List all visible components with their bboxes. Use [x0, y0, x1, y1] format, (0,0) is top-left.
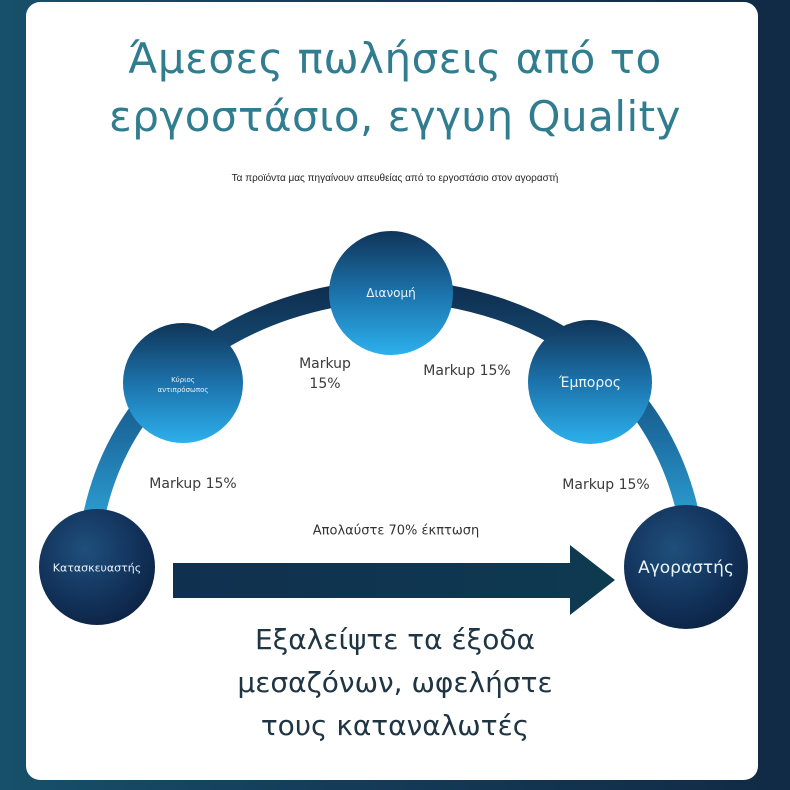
node-distribution-label: Διανομή	[366, 286, 416, 300]
markup-label-4: Markup 15%	[562, 477, 650, 493]
node-main-representative: Κύριος αντιπρόσωπος	[158, 375, 209, 395]
markup-label-1: Markup 15%	[149, 476, 237, 492]
node-distribution: Διανομή	[366, 286, 415, 300]
node-merchant-label: Έμπορος	[558, 375, 622, 391]
footer-tagline: Εξαλείψτε τα έξοδα μεσαζόνων, ωφελήστε τ…	[0, 618, 790, 747]
node-manufacturer-circle	[39, 509, 155, 625]
discount-label: Απολαύστε 70% έκπτωση	[312, 523, 480, 539]
title-line-2: εργοστάσιο, εγγυη Quality	[109, 92, 681, 141]
page-title: Άμεσες πωλήσεις από το εργοστάσιο, εγγυη…	[0, 30, 790, 146]
node-buyer-circle	[624, 505, 748, 629]
markup-label-2-line-1: Markup	[299, 356, 351, 372]
title-line-1: Άμεσες πωλήσεις από το	[128, 34, 662, 83]
discount-arrow-icon	[173, 545, 615, 615]
node-buyer-label: Αγοραστής	[638, 558, 734, 578]
node-main-representative-label-2: αντιπρόσωπος	[157, 386, 209, 394]
footer-line-3: τους καταναλωτές	[260, 709, 530, 742]
page-subtitle: Τα προϊόντα μας πηγαίνουν απευθείας από …	[231, 173, 559, 184]
node-manufacturer: Κατασκευαστής	[53, 562, 141, 575]
node-merchant-circle	[528, 320, 652, 444]
node-merchant: Έμπορος	[559, 375, 621, 391]
footer-line-1: Εξαλείψτε τα έξοδα	[255, 623, 535, 656]
node-main-representative-label-1: Κύριος	[171, 376, 195, 384]
markup-label-3: Markup 15%	[423, 363, 511, 379]
node-distribution-circle	[329, 231, 453, 355]
footer-line-2: μεσαζόνων, ωφελήστε	[237, 666, 553, 699]
node-main-representative-circle	[123, 323, 243, 443]
node-buyer: Αγοραστής	[638, 558, 734, 578]
markup-label-2-line-2: 15%	[309, 376, 341, 392]
markup-label-2: Markup 15%	[299, 354, 351, 394]
node-manufacturer-label: Κατασκευαστής	[52, 561, 142, 575]
